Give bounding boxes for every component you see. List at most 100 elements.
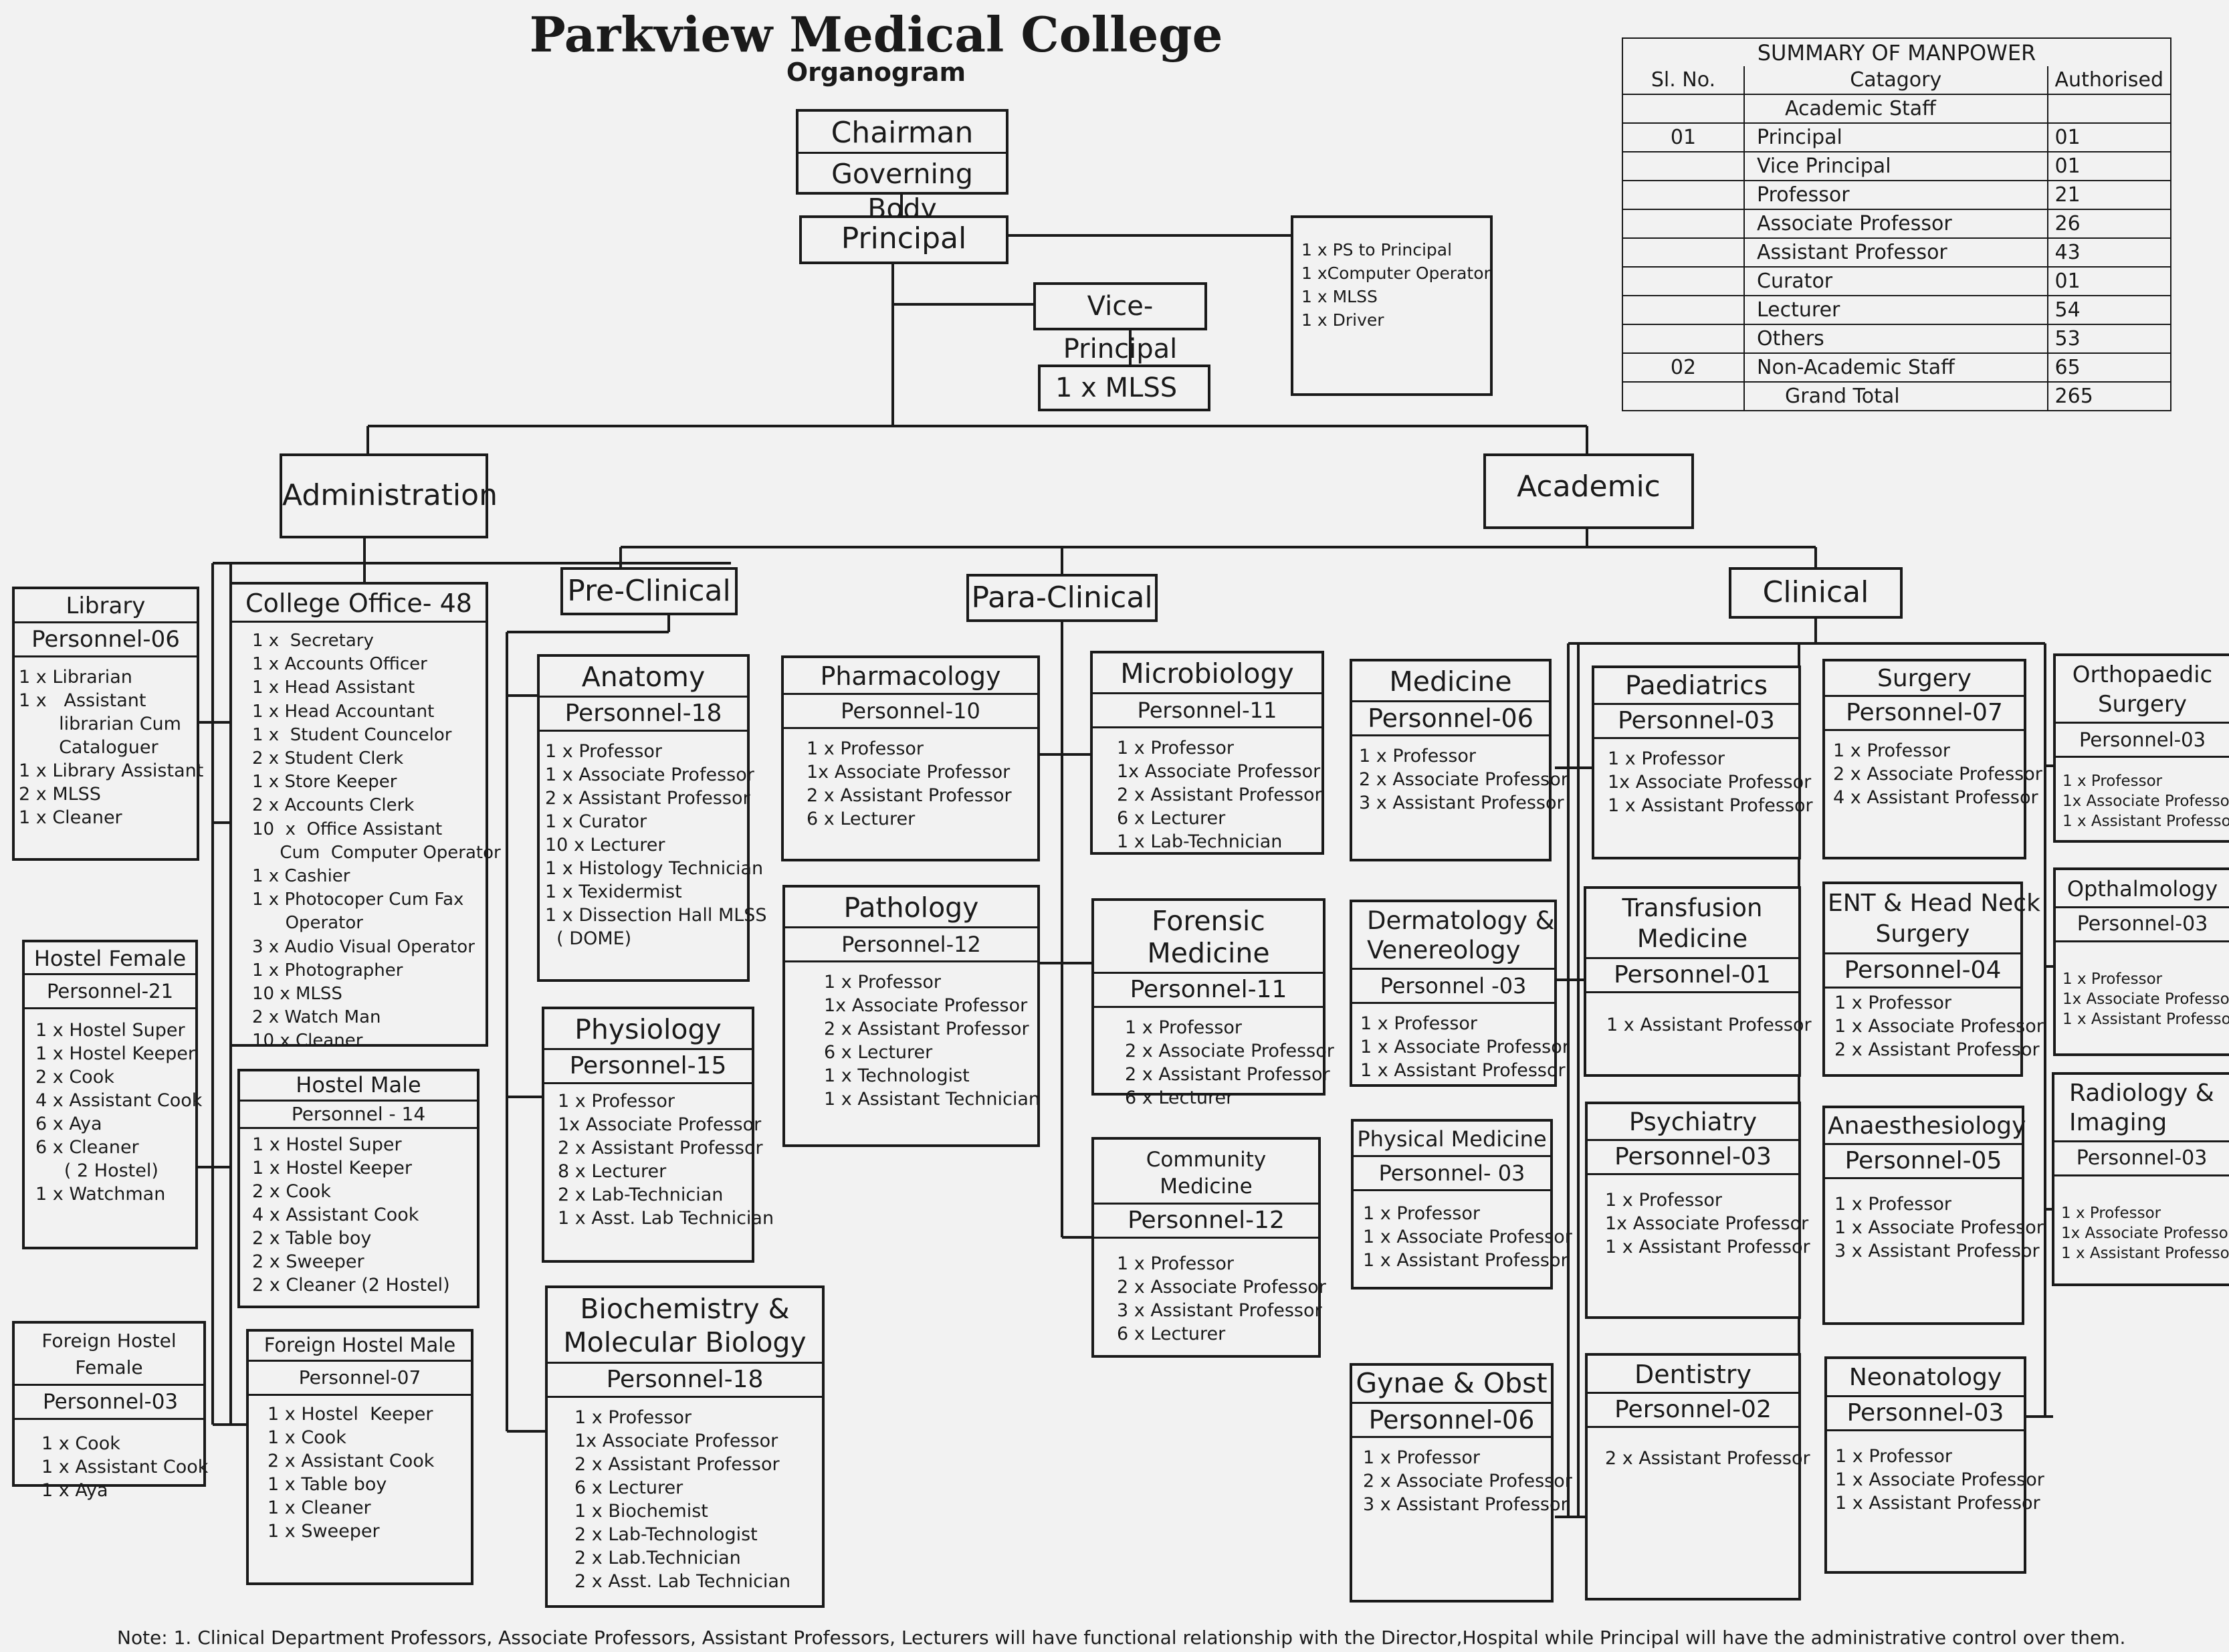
dept-dentistry: Dentistry Personnel-02 2 x Assistant Pro… [1585, 1353, 1810, 1601]
pre-clinical-box: Pre-Clinical [560, 567, 738, 615]
dept-name: Neonatology [1848, 1364, 2002, 1391]
summary-sl [1622, 180, 1745, 210]
dept-personnel: Personnel-03 [2056, 906, 2229, 942]
dept-items: 1 x Professor 1 x Associate Professor 1 … [1363, 1203, 1572, 1271]
academic-box: Academic [1483, 453, 1694, 529]
dept-physical-medicine: Physical Medicine Personnel- 03 1 x Prof… [1351, 1119, 1572, 1289]
dept-personnel: Personnel-10 [784, 693, 1037, 729]
dept-items: 1 x Cook 1 x Assistant Cook 1 x Aya [41, 1433, 209, 1501]
summary-header-authorised: Authorised [2046, 66, 2172, 95]
summary-sl [1622, 94, 1745, 124]
dept-name: Surgery [1877, 665, 1972, 692]
dept-items: 1 x Professor 1x Associate Professor 1 x… [2061, 1205, 2229, 1262]
dept-items: 2 x Assistant Professor [1605, 1448, 1810, 1469]
summary-sl [1622, 324, 1745, 354]
dept-personnel: Personnel-21 [25, 973, 195, 1009]
dept-pharmacology: Pharmacology Personnel-10 1 x Professor … [781, 655, 1040, 861]
dept-items: 1 x Professor 1 x Associate Professor 1 … [1835, 1446, 2044, 1514]
dept-items: 1 x Professor 2 x Associate Professor 3 … [1363, 1447, 1572, 1515]
dept-surgery: Surgery Personnel-07 1 x Professor 2 x A… [1822, 659, 2042, 859]
dept-name: Pharmacology [820, 661, 1001, 691]
dept-personnel: Personnel-05 [1825, 1143, 2022, 1179]
dept-name: Hostel Female [33, 946, 187, 971]
dept-personnel: Personnel -03 [1352, 968, 1554, 1004]
dept-personnel: Personnel-03 [1594, 703, 1798, 739]
summary-category: Associate Professor [1743, 209, 2048, 239]
dept-personnel: Personnel-06 [1352, 700, 1549, 736]
dept-name: Microbiology [1120, 657, 1294, 690]
dept-orthopaedic-surgery: Orthopaedic Surgery Personnel-03 1 x Pro… [2053, 653, 2229, 843]
dept-hostel-male: Hostel Male Personnel - 14 1 x Hostel Su… [237, 1069, 480, 1308]
dept-items: 1 x Professor 1x Associate Professor 2 x… [574, 1407, 791, 1592]
summary-authorised: 01 [2046, 122, 2172, 152]
dept-paediatrics: Paediatrics Personnel-03 1 x Professor 1… [1592, 665, 1813, 859]
principal-staff-item: 1 xComputer Operator [1301, 264, 1491, 283]
summary-authorised: 265 [2046, 381, 2172, 411]
dept-name: Hostel Male [296, 1072, 421, 1098]
dept-name: Foreign Hostel Male [263, 1334, 456, 1356]
summary-category: Grand Total [1743, 381, 2048, 411]
dept-biochemistry: Biochemistry & Molecular Biology Personn… [545, 1285, 825, 1608]
summary-category: Principal [1743, 122, 2048, 152]
dept-name: Dermatology & Venereology [1367, 906, 1555, 964]
dept-name: Paediatrics [1624, 671, 1768, 701]
summary-authorised: 54 [2046, 295, 2172, 325]
dept-personnel: Personnel-03 [1588, 1139, 1798, 1175]
dept-items: 1 x Hostel Super 1 x Hostel Keeper 2 x C… [35, 1020, 203, 1205]
dept-name: Opthalmology [2066, 876, 2218, 902]
dept-items: 1 x Assistant Professor [1606, 1015, 1812, 1035]
dept-personnel: Personnel - 14 [240, 1100, 477, 1129]
summary-category: Professor [1743, 180, 2048, 210]
dept-name: Orthopaedic Surgery [2072, 661, 2213, 718]
dept-personnel: Personnel-06 [1352, 1402, 1551, 1438]
dept-personnel: Personnel-18 [548, 1362, 822, 1398]
dept-medicine: Medicine Personnel-06 1 x Professor 2 x … [1350, 659, 1568, 861]
chairman-box: Chairman Governing Body [796, 109, 1009, 225]
dept-college-office: College Office- 48 1 x Secretary 1 x Acc… [229, 582, 501, 1051]
dept-name: Gynae & Obst [1356, 1367, 1548, 1399]
clinical-box: Clinical [1729, 567, 1903, 619]
dept-items: 1 x Professor 2 x Associate Professor 4 … [1833, 740, 2042, 808]
dept-personnel: Personnel-18 [540, 696, 747, 732]
dept-personnel: Personnel-06 [15, 621, 197, 657]
dept-gynae-obst: Gynae & Obst Personnel-06 1 x Professor … [1350, 1363, 1572, 1603]
summary-category: Curator [1743, 266, 2048, 296]
page-title: Parkview Medical College [529, 6, 1223, 63]
summary-authorised [2046, 94, 2172, 124]
dept-name: Biochemistry & Molecular Biology [563, 1293, 807, 1358]
dept-anatomy: Anatomy Personnel-18 1 x Professor 1 x A… [537, 654, 767, 982]
summary-sl: 01 [1622, 122, 1745, 152]
administration-box: Administration [280, 453, 498, 538]
principal-box: Principal [799, 215, 1009, 264]
summary-sl [1622, 266, 1745, 296]
dept-personnel: Personnel-15 [544, 1048, 752, 1084]
dept-dermatology: Dermatology & Venereology Personnel -03 … [1350, 900, 1570, 1087]
dept-personnel: Personnel-03 [15, 1384, 203, 1420]
dept-items: 1 x Hostel Keeper 1 x Cook 2 x Assistant… [268, 1404, 435, 1542]
dept-transfusion-medicine: Transfusion Medicine Personnel-01 1 x As… [1584, 886, 1812, 1077]
vice-principal-box: Vice-Principal [1033, 282, 1207, 365]
summary-sl: 02 [1622, 352, 1745, 383]
summary-category: Academic Staff [1743, 94, 2048, 124]
vp-mlss-box: 1 x MLSS [1038, 365, 1210, 411]
dept-ent: ENT & Head Neck Surgery Personnel-04 1 x… [1822, 882, 2044, 1077]
dept-radiology-imaging: Radiology & Imaging Personnel-03 1 x Pro… [2052, 1072, 2229, 1286]
dept-items: 1 x Professor 2 x Associate Professor 3 … [1117, 1253, 1326, 1344]
dept-name: Radiology & Imaging [2069, 1079, 2214, 1136]
summary-sl [1622, 151, 1745, 181]
summary-authorised: 01 [2046, 151, 2172, 181]
dept-personnel: Personnel-11 [1093, 692, 1321, 728]
dept-forensic-medicine: Forensic Medicine Personnel-11 1 x Profe… [1091, 898, 1334, 1108]
dept-items: 1 x Professor 1x Associate Professor 1 x… [2062, 970, 2229, 1028]
summary-category: Non-Academic Staff [1743, 352, 2048, 383]
summary-authorised: 43 [2046, 237, 2172, 268]
dept-items: 1 x Professor 2 x Associate Professor 3 … [1359, 746, 1568, 813]
dept-anaesthesiology: Anaesthesiology Personnel-05 1 x Profess… [1822, 1106, 2044, 1325]
dept-personnel: Personnel-04 [1825, 952, 2020, 989]
